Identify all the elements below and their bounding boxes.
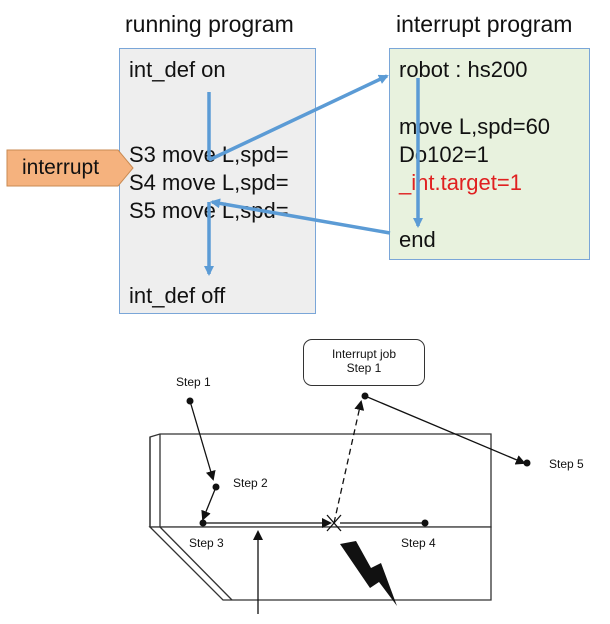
flow-arrow-to-interrupt bbox=[208, 74, 389, 162]
workpiece-drawing bbox=[148, 433, 492, 601]
step3-point bbox=[199, 519, 207, 527]
running-line-s4: S4 move L,spd= bbox=[129, 170, 289, 195]
step2-point bbox=[212, 483, 220, 491]
step5-point bbox=[523, 459, 531, 467]
interrupt-job-label: Interrupt job bbox=[331, 347, 397, 361]
running-program-title: running program bbox=[125, 11, 294, 37]
pentagon-arrow-icon bbox=[6, 149, 134, 187]
step3-label: Step 3 bbox=[189, 536, 224, 550]
interrupt-job-step-label: Step 1 bbox=[346, 361, 382, 375]
step4-point bbox=[421, 519, 429, 527]
interrupt-line-robot: robot : hs200 bbox=[399, 57, 528, 82]
step5-label: Step 5 bbox=[549, 457, 584, 471]
step1-point bbox=[186, 397, 194, 405]
interrupt-badge: interrupt bbox=[6, 149, 134, 187]
cross-marker-icon bbox=[326, 514, 342, 532]
path-to-interrupt-job bbox=[333, 400, 365, 524]
running-line-int-def-on: int_def on bbox=[129, 57, 226, 82]
step2-label: Step 2 bbox=[233, 476, 268, 490]
path-step2-to-step3 bbox=[201, 486, 217, 521]
interrupt-line-do102: Do102=1 bbox=[399, 142, 489, 167]
lightning-icon bbox=[340, 541, 397, 606]
interrupt-line-end: end bbox=[399, 227, 436, 252]
interrupt-program-title: interrupt program bbox=[396, 11, 573, 37]
path-job-to-step5 bbox=[364, 395, 526, 465]
interrupt-line-move: move L,spd=60 bbox=[399, 114, 551, 139]
job-step1-point bbox=[361, 392, 369, 400]
running-line-int-def-off: int_def off bbox=[129, 283, 226, 308]
path-step1-to-step2 bbox=[189, 400, 216, 481]
step1-label: Step 1 bbox=[176, 375, 211, 389]
interrupt-badge-label: interrupt bbox=[22, 156, 100, 179]
flow-arrow-return bbox=[210, 198, 391, 235]
interrupt-job-box: Interrupt job Step 1 bbox=[303, 339, 425, 386]
step4-label: Step 4 bbox=[401, 536, 436, 550]
